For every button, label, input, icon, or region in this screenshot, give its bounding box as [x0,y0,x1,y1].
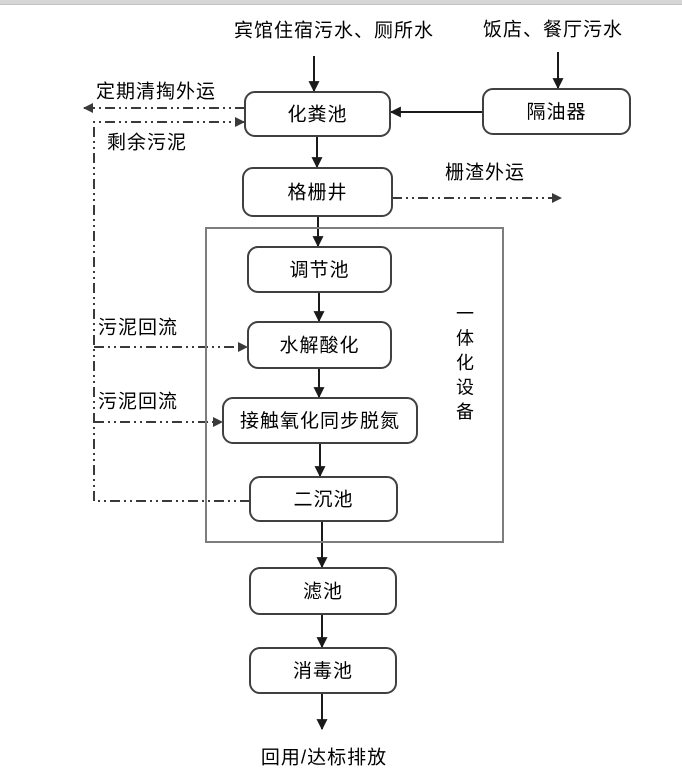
secondary-sedimentation-label: 二沉池 [293,489,353,511]
grille-well-label: 格栅井 [287,182,347,204]
integrated-equipment-label-char: 备 [456,402,474,422]
sludge-return-main-flow [93,117,250,502]
grease-trap-node [482,88,631,135]
filter-tank-label: 滤池 [303,581,343,603]
hydrolysis-acidification-label: 水解酸化 [279,335,359,357]
integrated-equipment-container [205,227,504,543]
excess-sludge-label: 剩余污泥 [107,132,187,154]
septic-tank-node [244,91,391,137]
regulating-tank-label: 调节池 [289,259,349,281]
label-layer: 宾馆住宿污水、厕所水饭店、餐厅污水定期清掏外运剩余污泥栅渣外运污泥回流污泥回流回… [96,19,623,769]
secondary-sedimentation-node [249,476,398,522]
scan-edge-strip [0,0,682,5]
sludge-return-2-label: 污泥回流 [98,391,178,413]
contact-oxidation-node [222,397,418,444]
filter-tank-node [249,567,397,615]
integrated-equipment-label-char: 设 [456,378,474,398]
regulating-tank-node [247,246,392,293]
integrated-equipment-label-char: 一 [456,304,474,324]
reuse-discharge-label: 回用/达标排放 [261,747,387,769]
grease-trap-label: 隔油器 [526,101,586,123]
hydrolysis-acidification-node [247,321,392,369]
integrated-equipment-label-char: 体 [456,329,474,349]
slag-removal-label: 栅渣外运 [445,162,525,184]
solid-flow-layer [308,52,564,731]
disinfection-tank-node [249,647,397,694]
dashed-flow-layer [83,103,562,502]
grille-well-node [242,167,393,217]
septic-tank-label: 化粪池 [287,104,347,126]
disinfection-tank-label: 消毒池 [293,660,353,682]
periodic-removal-label: 定期清掏外运 [96,81,216,103]
contact-oxidation-label: 接触氧化同步脱氮 [240,410,400,432]
restaurant-sewage-label: 饭店、餐厅污水 [483,19,623,41]
sludge-return-1-label: 污泥回流 [98,317,178,339]
integrated-equipment-label-char: 化 [456,353,474,373]
hotel-sewage-label: 宾馆住宿污水、厕所水 [234,20,434,42]
